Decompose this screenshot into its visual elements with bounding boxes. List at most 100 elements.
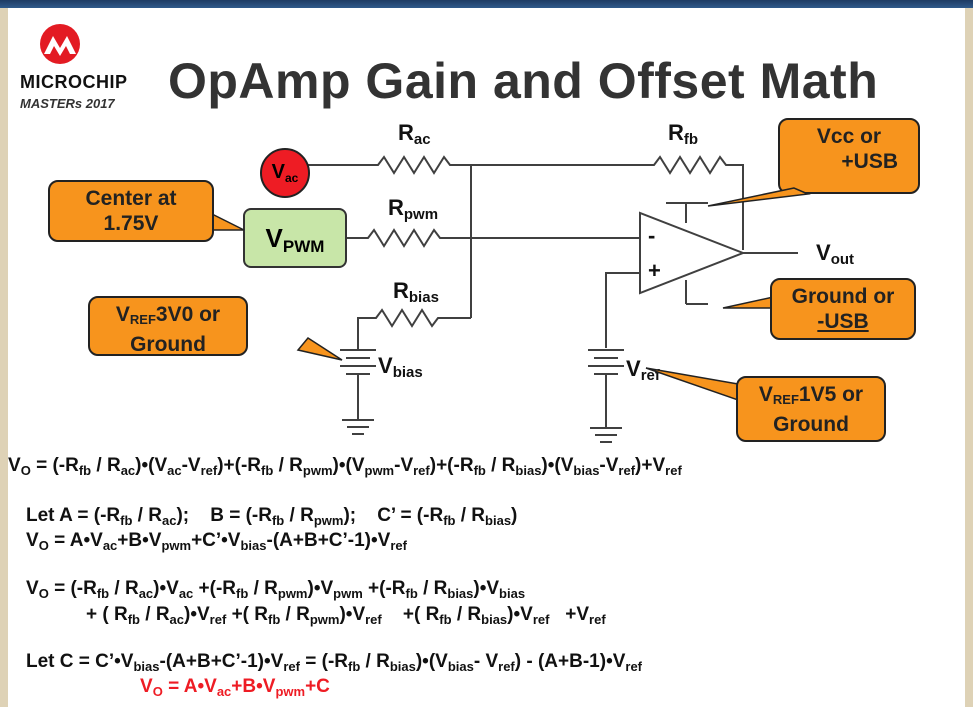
equation-token: / R [139,604,170,625]
circuit-diagram [302,155,798,443]
equation-token: )•V [184,604,210,625]
equation-token: ref [498,659,515,674]
callout-vcc: Vcc or+USB [778,118,920,194]
equation-token: / R [280,604,310,625]
equation-token: )•(V [415,651,448,672]
equation-token: +( R [381,604,440,625]
equation-token: bias [573,463,600,478]
equation-token: pwm [313,513,344,528]
equation-token: O [152,684,163,699]
equation-token: pwm [277,586,308,601]
equation-token: +(-R [193,578,237,599]
equation-vo-expanded: VO = (-Rfb / Rac)•Vac +(-Rfb / Rpwm)•Vpw… [26,578,525,601]
equation-token: ref [589,612,606,627]
vac-source: Vac [260,148,310,198]
equation-token: = (-R [48,578,97,599]
equation-token: ac [120,463,136,478]
equation-token: )•V [153,578,179,599]
equation-token: pwm [161,538,192,553]
equation-token: ac [161,513,177,528]
equation-token: ref [618,463,636,478]
equation-token: fb [120,513,133,528]
equation-token: / R [109,578,139,599]
equation-token: fb [268,612,281,627]
equation-token: / R [273,455,303,476]
equation-vo-full: VO = (-Rfb / Rac)•(Vac-Vref)+(-Rfb / Rpw… [8,455,682,478]
equation-token: +( R [226,604,268,625]
equation-token: ref [209,612,227,627]
equation-token: ref [413,463,430,478]
equation-token: ref [200,463,218,478]
equation-token: ref [365,612,382,627]
rfb-label: Rfb [668,120,699,148]
equation-let-c: Let C = C’•Vbias-(A+B+C’-1)•Vref = (-Rfb… [26,651,642,674]
equation-token: = A•V [162,676,217,697]
equation-token: fb [271,513,285,528]
microchip-logo: MICROCHIP MASTERs 2017 [20,22,140,132]
equation-token: / R [485,455,516,476]
equation-token: -V [599,455,619,476]
equation-token: ac [102,538,118,553]
rbias-label: Rbias [393,278,439,306]
equation-token: O [38,538,49,553]
equation-token: Let C = C’•V [26,651,134,672]
equation-token: fb [348,659,361,674]
equation-token: / R [248,578,278,599]
equation-token: bias [499,586,526,601]
equation-token: / R [91,455,121,476]
equation-token: + ( R [86,604,128,625]
equation-token: +(-R [362,578,406,599]
equation-token: bias [481,612,508,627]
equation-token: pwm [333,586,363,601]
equation-token: )•V [339,604,366,625]
equation-token: -V [181,455,201,476]
equation-token: )•V [473,578,500,599]
equation-token: -V [394,455,414,476]
equation-vo-expanded-ref: + ( Rfb / Rac)•Vref +( Rfb / Rpwm)•Vref … [86,604,606,627]
equation-token: bias [515,463,542,478]
equation-token: / R [360,651,390,672]
equation-vo-final: VO = A•Vac+B•Vpwm+C [140,676,330,699]
equation-token: = (-R [299,651,348,672]
equation-token: +B•V [231,676,276,697]
equation-token: V [26,530,39,551]
equation-token: )•(V [135,455,168,476]
equation-token: ac [138,586,154,601]
equation-token: ); B = (-R [176,505,272,526]
equation-token: / R [417,578,448,599]
equation-token: fb [473,463,486,478]
microchip-logo-icon [40,24,80,64]
equation-token: O [38,586,49,601]
equation-token: ac [178,586,194,601]
equation-token: = (-R [30,455,79,476]
equation-token: ref [283,659,300,674]
equation-token: / R [132,505,162,526]
equation-token: bias [133,659,160,674]
equation-token: V [26,578,39,599]
equation-vo-abc: VO = A•Vac+B•Vpwm+C’•Vbias-(A+B+C’-1)•Vr… [26,530,407,553]
equation-token: +C’•V [191,530,241,551]
equation-token: -(A+B+C’-1)•V [266,530,391,551]
equation-token: bias [240,538,267,553]
callout-vref-1v5: VREF1V5 or Ground [736,376,886,442]
equation-token: +C [305,676,330,697]
equation-token: Let A = (-R [26,505,121,526]
equation-token: fb [127,612,140,627]
equation-token: ) [511,505,518,526]
equation-token: fb [443,513,456,528]
equation-token: fb [439,612,452,627]
equation-token: bias [485,513,512,528]
vref-label: Vref [626,356,660,384]
rac-label: Rac [398,120,431,148]
equation-token: / R [455,505,486,526]
callout-vref-3v0: VREF3V0 or Ground [88,296,248,356]
equation-token: / R [451,604,482,625]
equation-token: pwm [364,463,395,478]
equation-token: ref [625,659,643,674]
logo-subtitle: MASTERs 2017 [20,96,115,111]
equation-token: )+(-R [217,455,262,476]
equation-let-abc: Let A = (-Rfb / Rac); B = (-Rfb / Rpwm);… [26,505,517,528]
equation-token: V [140,676,153,697]
top-bar [0,0,973,8]
